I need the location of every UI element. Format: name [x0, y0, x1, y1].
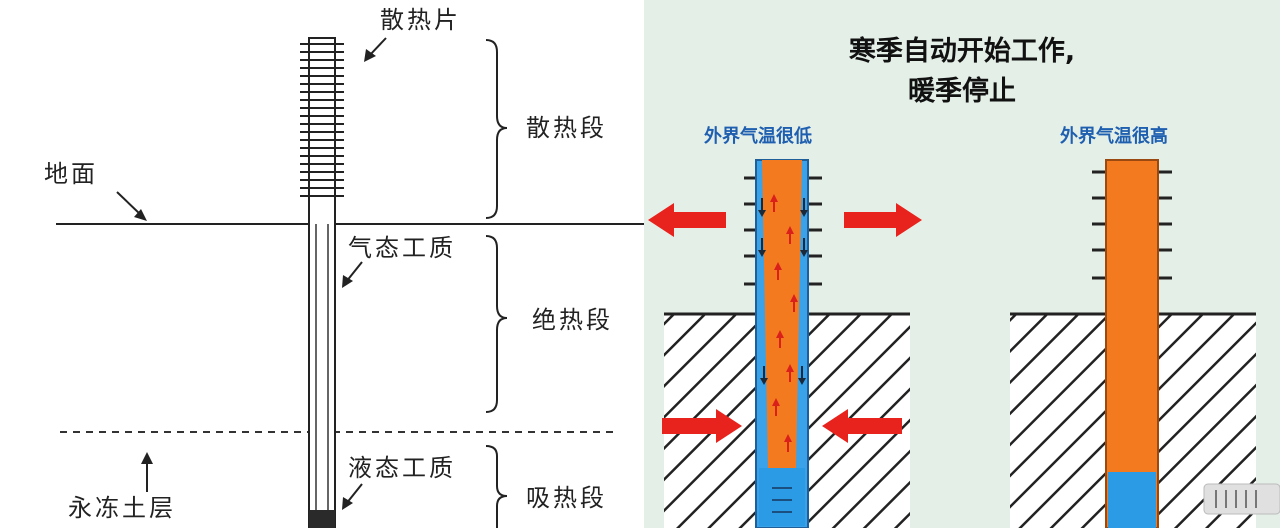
- permafrost-label: 永冻土层: [68, 494, 176, 522]
- fins-label: 散热片: [380, 6, 461, 34]
- illustration-drawing: [648, 159, 1280, 528]
- cold-pipe-vapor-core: [762, 160, 802, 468]
- insulated-section-label: 绝热段: [532, 306, 613, 334]
- up-arrow-head: [770, 194, 778, 202]
- gas-pointer-head: [342, 275, 353, 288]
- condensate-down-arrows: [758, 198, 808, 385]
- heat-out-arrow-left: [648, 203, 726, 237]
- down-arrow-head: [800, 250, 808, 257]
- fins-pointer: [368, 37, 387, 57]
- fins-pointer-head: [364, 49, 376, 62]
- thermosiphon-schematic: 散热片 地面 气态工质 液态工质 永冻土层 散热段 绝热段 吸热段: [44, 6, 644, 528]
- gas-medium-label: 气态工质: [348, 234, 456, 262]
- cold-caption: 外界气温很低: [704, 126, 812, 147]
- schematic-drawing: [56, 37, 644, 528]
- up-arrow-head: [784, 434, 792, 442]
- release-section-label: 散热段: [526, 114, 607, 142]
- heat-in-arrow-right: [822, 409, 902, 443]
- warm-pipe-body: [1105, 159, 1159, 528]
- heat-fins: [300, 43, 344, 197]
- cold-pipe-fins: [744, 176, 822, 286]
- heat-out-arrow-right: [844, 203, 922, 237]
- permafrost-pointer-head: [141, 452, 153, 464]
- up-arrow-head: [786, 364, 794, 372]
- illustration-title-line1: 寒季自动开始工作,: [848, 36, 1076, 67]
- brace-absorb: [485, 445, 508, 528]
- warm-caption: 外界气温很高: [1060, 126, 1168, 147]
- warm-pipe-fins: [1092, 170, 1172, 280]
- ground-pointer-head: [134, 209, 147, 221]
- working-principle-illustration: 寒季自动开始工作, 暖季停止 外界气温很低 外界气温很高: [644, 0, 1280, 528]
- illustration-title-line2: 暖季停止: [908, 76, 1016, 107]
- down-arrow-head: [760, 378, 768, 385]
- down-arrow-head: [798, 378, 806, 385]
- brace-insulated: [485, 235, 508, 413]
- up-arrow-head: [774, 262, 782, 270]
- cold-pipe-liquid: [759, 468, 805, 526]
- liquid-pool: [309, 510, 335, 528]
- up-arrow-head: [790, 294, 798, 302]
- vapor-up-arrows: [770, 194, 798, 452]
- warm-pipe-liquid: [1108, 472, 1156, 528]
- liquid-pointer-head: [342, 497, 353, 510]
- down-arrow-head: [758, 250, 766, 257]
- ground-pointer: [116, 191, 142, 216]
- down-arrow-head: [800, 210, 808, 217]
- absorb-section-label: 吸热段: [526, 484, 607, 512]
- image-toolbar-badge: [1203, 483, 1280, 515]
- down-arrow-head: [758, 210, 766, 217]
- up-arrow-head: [776, 330, 784, 338]
- up-arrow-head: [786, 226, 794, 234]
- ground-label: 地面: [44, 160, 98, 188]
- liquid-medium-label: 液态工质: [348, 454, 456, 482]
- brace-release: [485, 39, 508, 219]
- heat-in-arrow-left: [662, 409, 742, 443]
- pipe-body: [308, 37, 336, 528]
- up-arrow-head: [772, 398, 780, 406]
